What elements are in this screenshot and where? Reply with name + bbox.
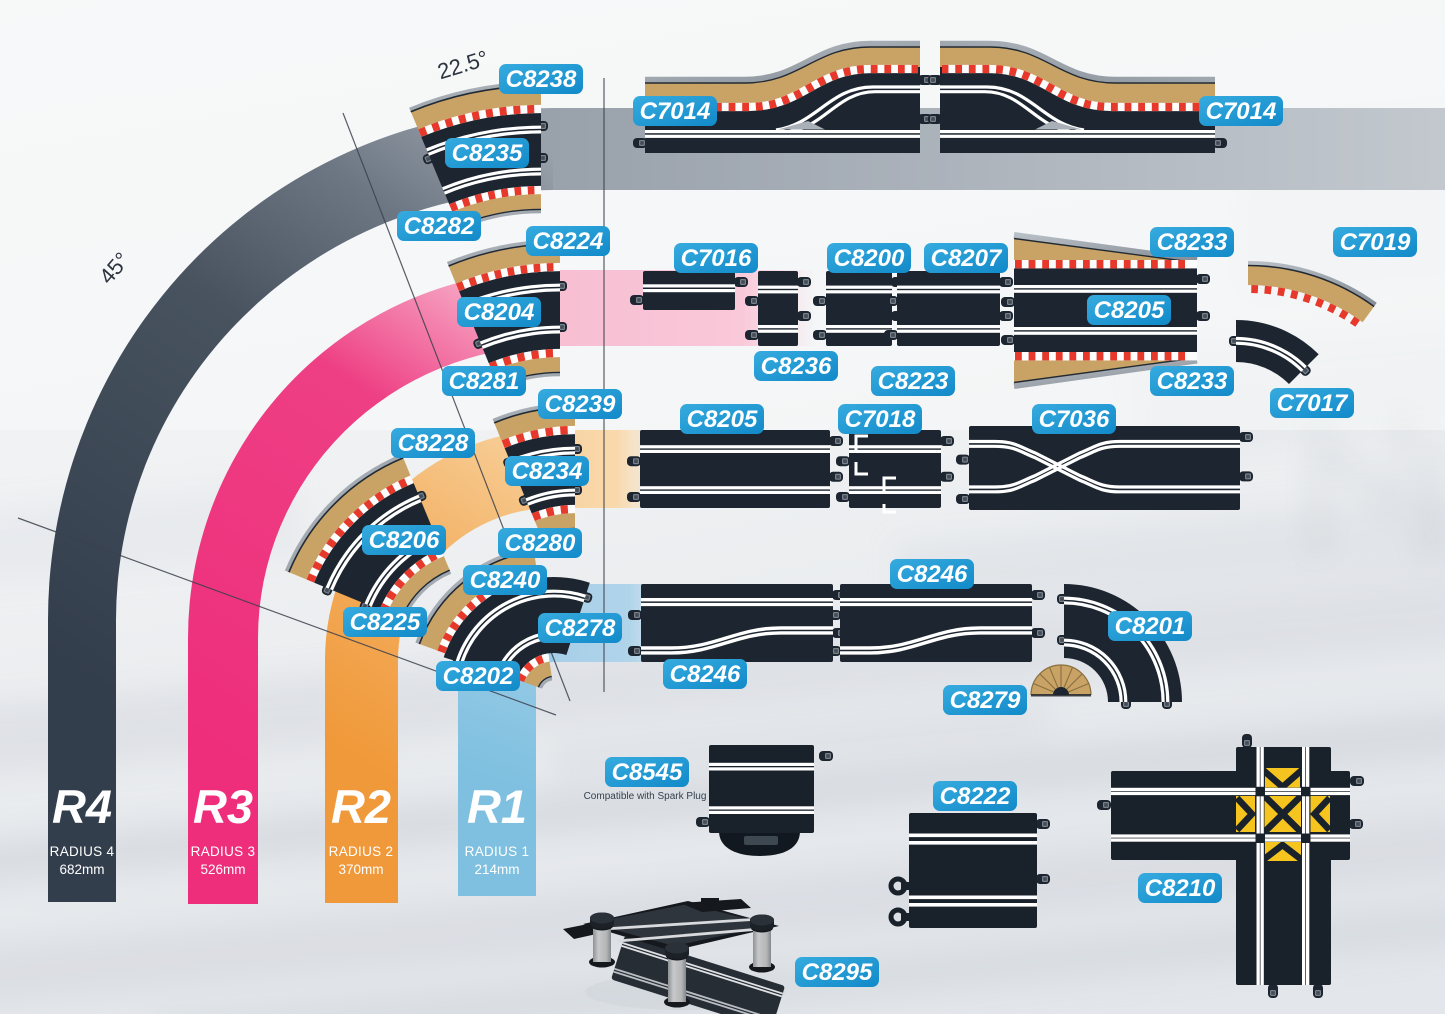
svg-text:C8246: C8246 — [670, 661, 741, 688]
svg-text:C8202: C8202 — [443, 663, 514, 690]
svg-text:RADIUS 3: RADIUS 3 — [191, 844, 256, 859]
svg-text:214mm: 214mm — [474, 862, 519, 877]
svg-text:R4: R4 — [52, 780, 112, 833]
svg-text:C7014: C7014 — [640, 98, 711, 125]
svg-text:C7036: C7036 — [1039, 406, 1110, 433]
svg-text:RADIUS 1: RADIUS 1 — [465, 844, 530, 859]
svg-text:C8222: C8222 — [940, 783, 1011, 810]
svg-text:R3: R3 — [193, 780, 253, 833]
svg-text:C8201: C8201 — [1115, 613, 1186, 640]
svg-text:C7016: C7016 — [681, 245, 752, 272]
svg-text:C8240: C8240 — [470, 567, 541, 594]
svg-text:C8246: C8246 — [897, 561, 968, 588]
svg-text:C8280: C8280 — [505, 530, 576, 557]
svg-text:RADIUS 4: RADIUS 4 — [50, 844, 115, 859]
svg-text:526mm: 526mm — [200, 862, 245, 877]
svg-text:C7014: C7014 — [1206, 98, 1277, 125]
svg-text:C8282: C8282 — [404, 213, 475, 240]
svg-text:C8278: C8278 — [545, 615, 616, 642]
svg-text:370mm: 370mm — [338, 862, 383, 877]
svg-text:C8205: C8205 — [1094, 297, 1165, 324]
svg-text:C8223: C8223 — [878, 368, 949, 395]
svg-text:C8234: C8234 — [512, 458, 583, 485]
svg-text:C8233: C8233 — [1157, 229, 1228, 256]
svg-text:C8295: C8295 — [802, 959, 873, 986]
svg-text:C7017: C7017 — [1277, 390, 1349, 417]
svg-text:RADIUS 2: RADIUS 2 — [329, 844, 394, 859]
svg-text:682mm: 682mm — [59, 862, 104, 877]
svg-text:C8236: C8236 — [761, 353, 832, 380]
svg-text:C8200: C8200 — [834, 245, 905, 272]
svg-text:C8210: C8210 — [1145, 875, 1216, 902]
svg-text:C8281: C8281 — [449, 368, 520, 395]
svg-text:C8207: C8207 — [931, 245, 1003, 272]
svg-text:C8224: C8224 — [533, 228, 604, 255]
svg-text:C8228: C8228 — [398, 430, 469, 457]
svg-text:R1: R1 — [467, 780, 527, 833]
svg-text:C8225: C8225 — [350, 609, 421, 636]
svg-text:Compatible with Spark Plug: Compatible with Spark Plug — [584, 791, 707, 802]
svg-text:R2: R2 — [331, 780, 391, 833]
svg-text:C8239: C8239 — [545, 391, 616, 418]
svg-text:C8235: C8235 — [452, 140, 523, 167]
svg-text:C7018: C7018 — [845, 406, 916, 433]
svg-text:C8205: C8205 — [687, 406, 758, 433]
svg-text:C8279: C8279 — [950, 687, 1021, 714]
svg-text:C7019: C7019 — [1340, 229, 1411, 256]
svg-text:C8545: C8545 — [612, 759, 683, 786]
svg-text:C8238: C8238 — [506, 66, 577, 93]
svg-text:C8206: C8206 — [369, 527, 440, 554]
svg-text:C8233: C8233 — [1157, 368, 1228, 395]
svg-text:C8204: C8204 — [464, 299, 535, 326]
